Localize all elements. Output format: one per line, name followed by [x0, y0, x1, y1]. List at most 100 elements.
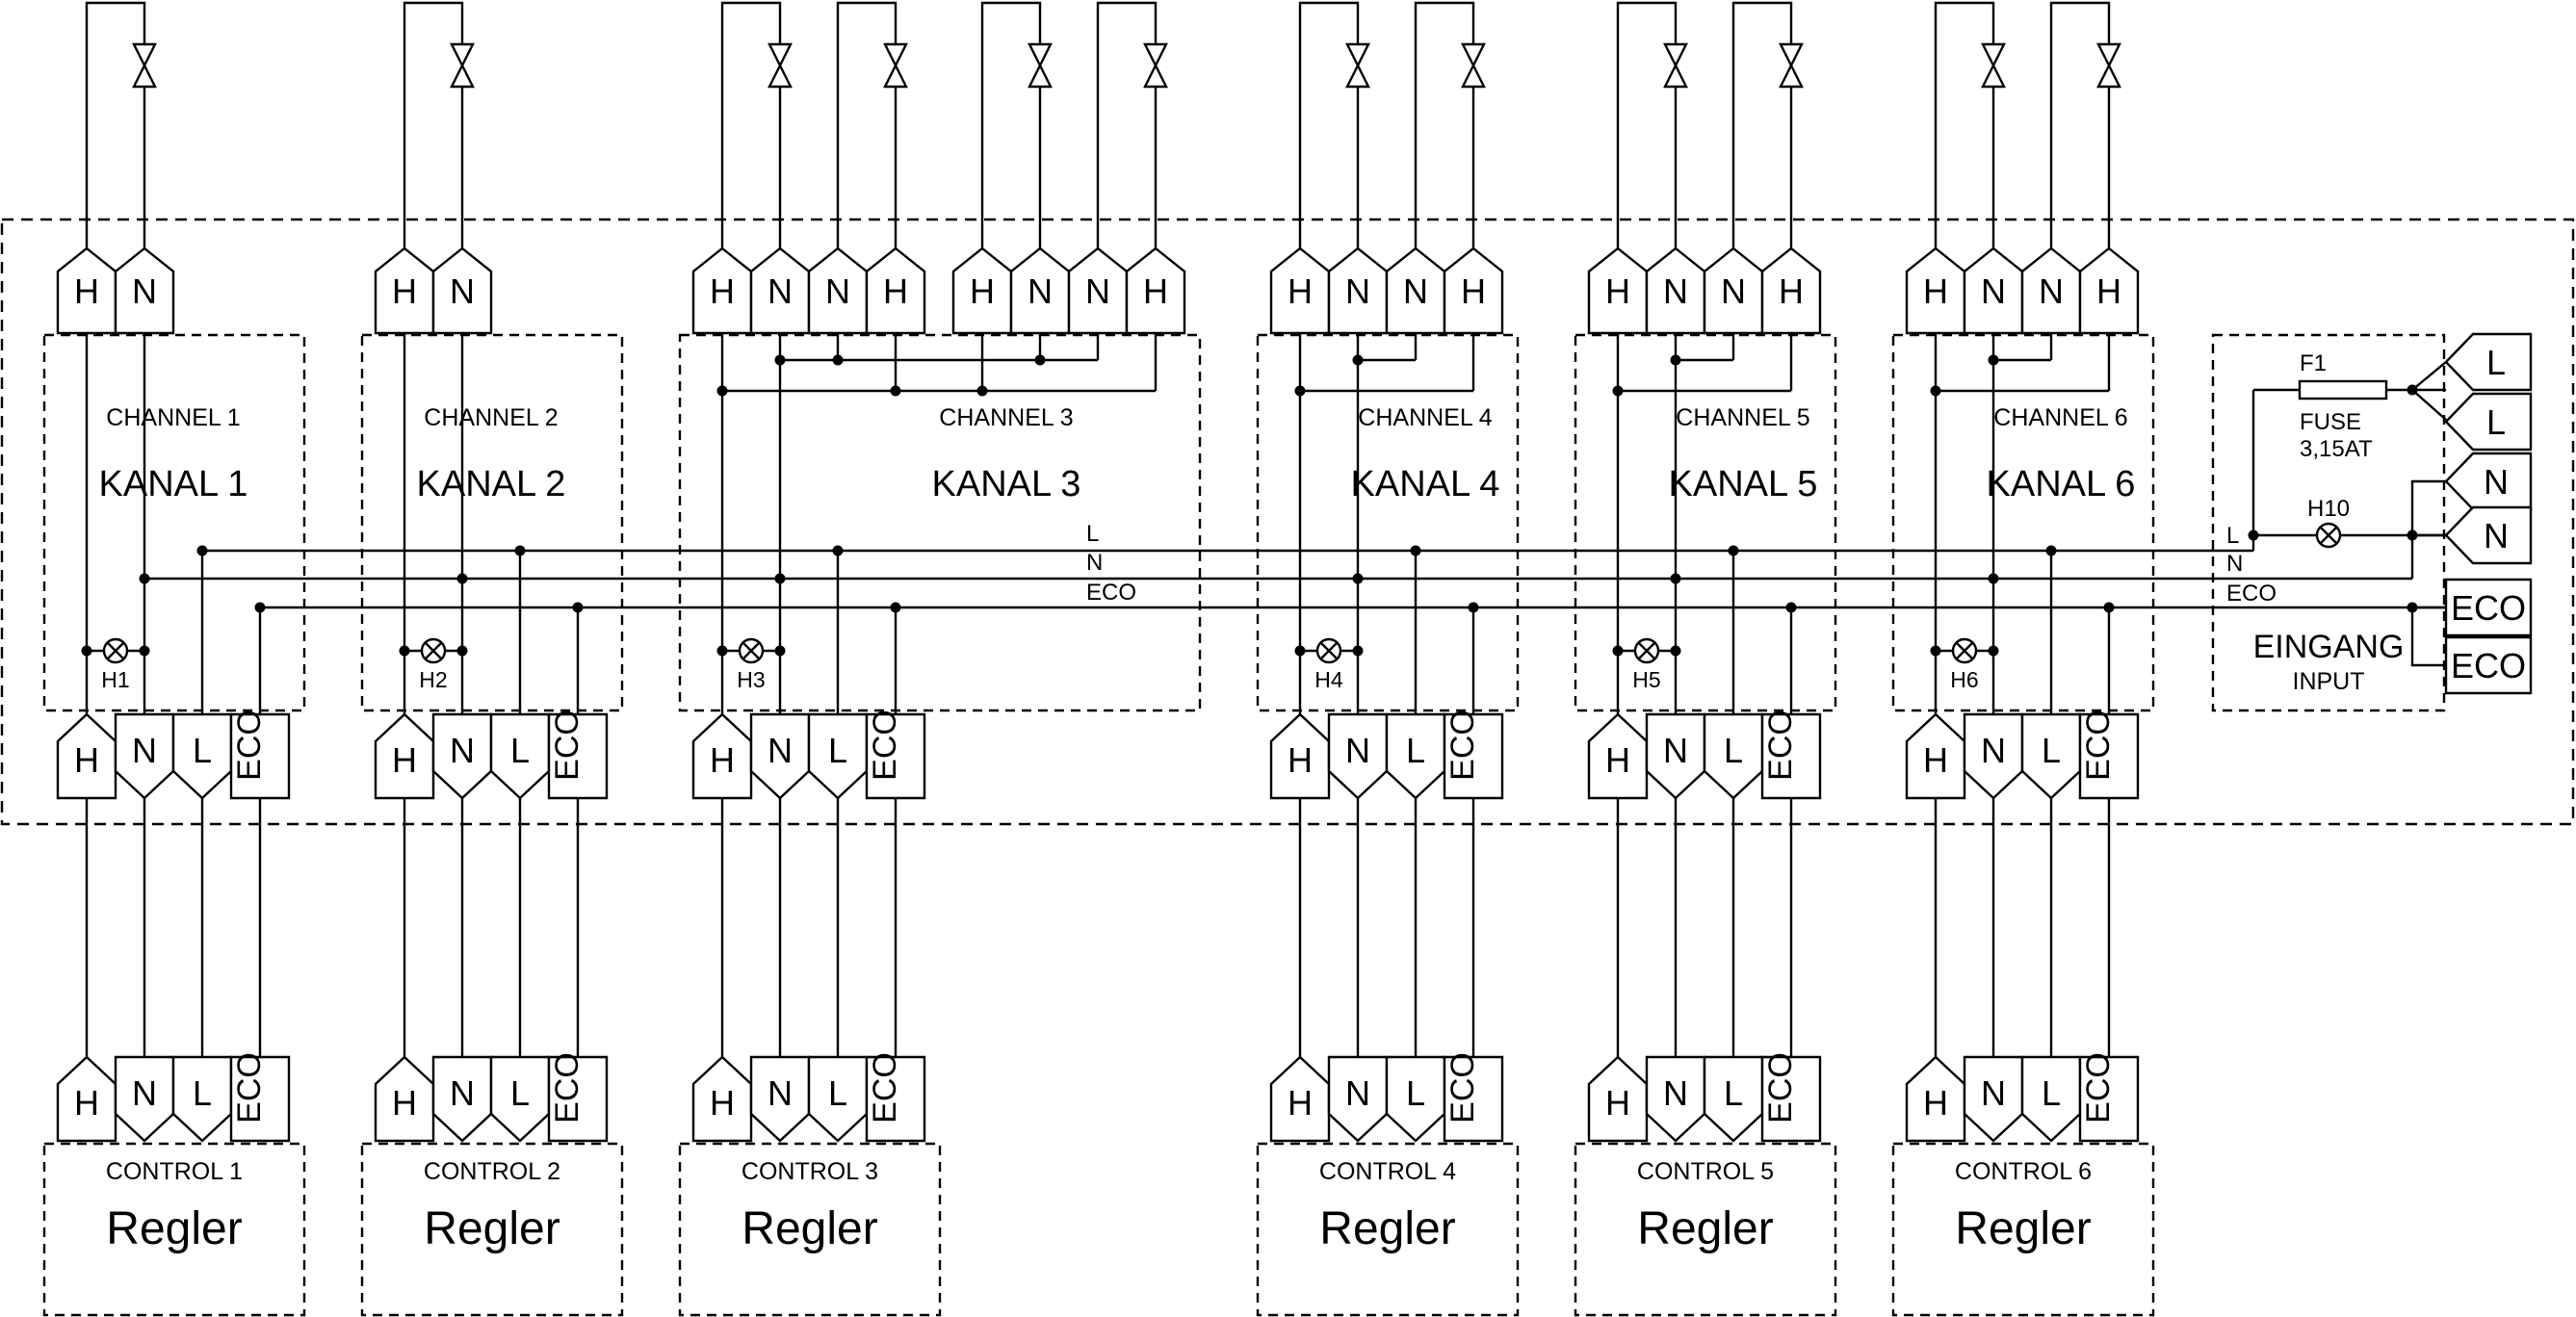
- terminal-label: N: [1345, 271, 1370, 311]
- lamp-label: H10: [2307, 496, 2350, 522]
- junction-dot: [1670, 645, 1681, 657]
- junction-dot: [976, 385, 988, 397]
- terminal-label: L: [1406, 1073, 1425, 1113]
- terminal-label: ECO: [231, 1052, 268, 1123]
- valve-loop: [85, 1, 146, 248]
- control-terminal: [431, 712, 493, 800]
- valve-icon: [1143, 42, 1168, 89]
- terminal-label: L: [2042, 731, 2061, 770]
- terminal-label: ECO: [2451, 588, 2526, 628]
- junction-dot: [1930, 645, 1941, 657]
- input-box: [2211, 333, 2446, 712]
- control-box: [1256, 1142, 1520, 1317]
- valve-loop: [980, 1, 1042, 248]
- terminal-label: ECO: [1762, 1052, 1799, 1123]
- channel-box: [360, 333, 624, 712]
- terminal-label: L: [193, 731, 212, 770]
- junction-dot: [1612, 645, 1624, 657]
- valve-icon: [2096, 42, 2121, 89]
- channel-box: [1256, 333, 1520, 712]
- control-terminal: [2020, 1055, 2082, 1143]
- bus-label: ECO: [1086, 580, 1136, 606]
- junction-dot: [139, 573, 150, 584]
- terminal-label: N: [132, 731, 157, 770]
- junction-dot: [1352, 645, 1364, 657]
- control-terminal: [1385, 712, 1446, 800]
- eco-terminal: [1443, 1055, 1504, 1143]
- terminal-label: L: [1724, 1073, 1743, 1113]
- regler-label: Regler: [424, 1203, 559, 1254]
- control-box: [42, 1142, 306, 1317]
- valve-loop: [1298, 1, 1360, 248]
- junction-dot: [456, 645, 468, 657]
- terminal-label: L: [828, 1073, 847, 1113]
- eco-terminal: [2078, 712, 2140, 800]
- junction-dot: [139, 645, 150, 657]
- valve-terminal: [2078, 246, 2140, 335]
- valve-loop: [836, 1, 898, 248]
- control-box: [1574, 1142, 1837, 1317]
- junction-dot: [1352, 354, 1364, 366]
- kanal-label: KANAL 1: [99, 464, 248, 504]
- terminal-label: N: [768, 1073, 793, 1113]
- regler-label: Regler: [1637, 1203, 1773, 1254]
- control-label: CONTROL 2: [424, 1158, 560, 1185]
- valve-terminal: [1443, 246, 1504, 335]
- control-label: CONTROL 4: [1319, 1158, 1456, 1185]
- control-label: CONTROL 6: [1955, 1158, 2092, 1185]
- valve-loop: [1731, 1, 1793, 248]
- junction-dot: [774, 354, 786, 366]
- junction-dot: [1034, 354, 1046, 366]
- eco-terminal: [2078, 1055, 2140, 1143]
- bus-label: ECO: [2226, 581, 2277, 607]
- kanal-label: KANAL 2: [417, 464, 566, 504]
- terminal-label: ECO: [549, 710, 585, 781]
- terminal-label: H: [1923, 271, 1948, 311]
- junction-dot: [196, 545, 208, 556]
- terminal-label: N: [1028, 271, 1053, 311]
- valve-icon: [1779, 42, 1804, 89]
- terminal-label: ECO: [1762, 710, 1799, 781]
- control-box: [360, 1142, 624, 1317]
- junction-dot: [1670, 573, 1681, 584]
- terminal-label: N: [1663, 731, 1688, 770]
- eco-terminal: [1760, 1055, 1822, 1143]
- control-terminal: [171, 712, 233, 800]
- junction-dot: [1988, 354, 1999, 366]
- junction-dot: [572, 602, 584, 613]
- regler-label: Regler: [1319, 1203, 1455, 1254]
- channel-box: [678, 333, 1202, 712]
- channel-label: CHANNEL 2: [424, 404, 558, 431]
- terminal-label: ECO: [231, 710, 268, 781]
- terminal-label: H: [392, 740, 417, 780]
- input-terminal: [2444, 505, 2533, 565]
- eco-terminal: [1443, 712, 1504, 800]
- valve-loop: [1414, 1, 1475, 248]
- channel-label: CHANNEL 6: [1993, 404, 2127, 431]
- valve-icon: [768, 42, 793, 89]
- kanal-label: KANAL 5: [1669, 464, 1818, 504]
- terminal-label: H: [392, 1083, 417, 1123]
- fuse-icon: [2298, 379, 2388, 400]
- terminal-label: L: [2486, 402, 2506, 442]
- junction-dot: [1294, 645, 1306, 657]
- control-terminal: [749, 1055, 811, 1143]
- terminal-label: H: [710, 271, 735, 311]
- junction-dot: [2407, 602, 2418, 613]
- control-label: CONTROL 1: [106, 1158, 243, 1185]
- eco-terminal: [547, 1055, 609, 1143]
- junction-dot: [2407, 529, 2418, 541]
- valve-terminal: [1760, 246, 1822, 335]
- control-terminal: [1327, 1055, 1389, 1143]
- terminal-label: N: [2039, 271, 2064, 311]
- terminal-label: H: [1605, 740, 1630, 780]
- terminal-label: N: [1085, 271, 1110, 311]
- terminal-label: L: [1406, 731, 1425, 770]
- junction-dot: [1988, 573, 1999, 584]
- kanal-label: KANAL 4: [1351, 464, 1500, 504]
- junction-dot: [1468, 602, 1479, 613]
- terminal-label: N: [768, 731, 793, 770]
- junction-dot: [716, 385, 728, 397]
- valve-loop: [1096, 1, 1158, 248]
- terminal-label: L: [828, 731, 847, 770]
